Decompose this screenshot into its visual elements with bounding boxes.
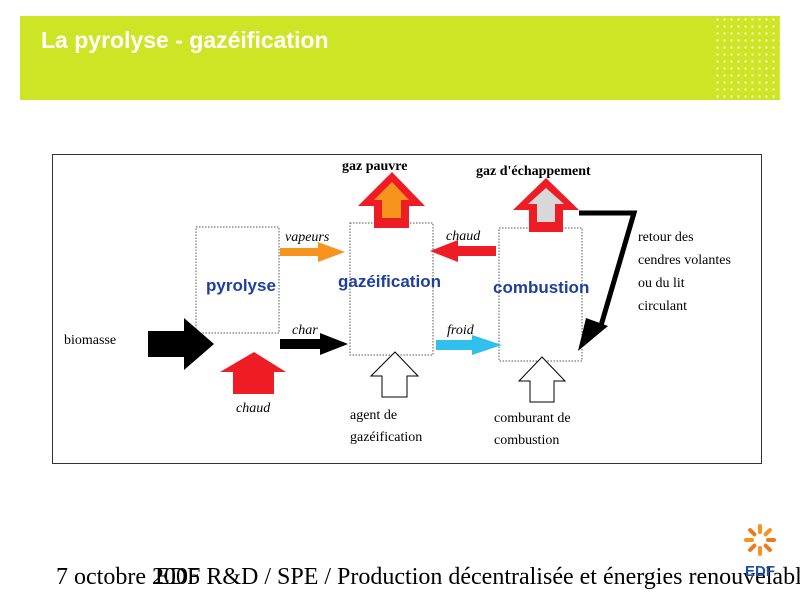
return-label-line1: retour des [638, 230, 694, 245]
char-arrow [280, 333, 348, 355]
char-label: char [292, 323, 318, 338]
pyrolyse-box [195, 226, 280, 334]
vapeurs-arrow [280, 242, 345, 262]
comburant-label-line2: combustion [494, 433, 559, 448]
title-banner: La pyrolyse - gazéification [20, 16, 780, 100]
slide-footer: EDF R&D / SPE / Production décentralisée… [0, 540, 800, 600]
agent-input-arrow [369, 351, 420, 398]
gaz-echappement-arrow-inner [528, 188, 564, 222]
return-loop-line [579, 210, 638, 330]
footer-date: 7 octobre 2005 [56, 564, 200, 590]
banner-dot-pattern [714, 16, 780, 100]
comburant-label-line1: comburant de [494, 411, 571, 426]
froid-arrow [436, 335, 502, 355]
chaud-input-arrow [220, 352, 286, 394]
return-label-line3: ou du lit [638, 276, 685, 291]
gazeification-label: gazéification [338, 272, 441, 291]
chaud-return-arrow [430, 240, 496, 262]
gaz-pauvre-arrow-inner [374, 182, 409, 218]
gaz-pauvre-label: gaz pauvre [342, 159, 407, 174]
combustion-label: combustion [493, 278, 589, 297]
froid-label: froid [447, 323, 475, 338]
gaz-echappement-label: gaz d'échappement [476, 164, 591, 179]
edf-logo-text: EDF [745, 563, 775, 580]
vapeurs-label: vapeurs [285, 230, 330, 245]
diagram-canvas: pyrolyse gazéification combustion biomas… [52, 154, 762, 464]
slide-title: La pyrolyse - gazéification [41, 27, 329, 53]
agent-label-line1: agent de [350, 408, 397, 423]
footer-organization: EDF R&D / SPE / Production décentralisée… [155, 564, 800, 590]
edf-sun-icon: EDF [744, 524, 776, 580]
chaud-return-label: chaud [446, 229, 481, 244]
agent-label-line2: gazéification [350, 430, 422, 445]
return-label-line4: circulant [638, 299, 687, 314]
biomasse-label: biomasse [64, 333, 116, 348]
biomasse-arrow [148, 318, 214, 370]
return-label-line2: cendres volantes [638, 253, 731, 268]
chaud-input-label: chaud [236, 401, 271, 416]
pyrolysis-gasification-diagram: pyrolyse gazéification combustion biomas… [52, 154, 762, 464]
edf-logo: EDF [738, 520, 782, 582]
comburant-input-arrow [517, 356, 567, 403]
pyrolyse-label: pyrolyse [206, 276, 276, 295]
return-loop-arrowhead [578, 318, 608, 351]
